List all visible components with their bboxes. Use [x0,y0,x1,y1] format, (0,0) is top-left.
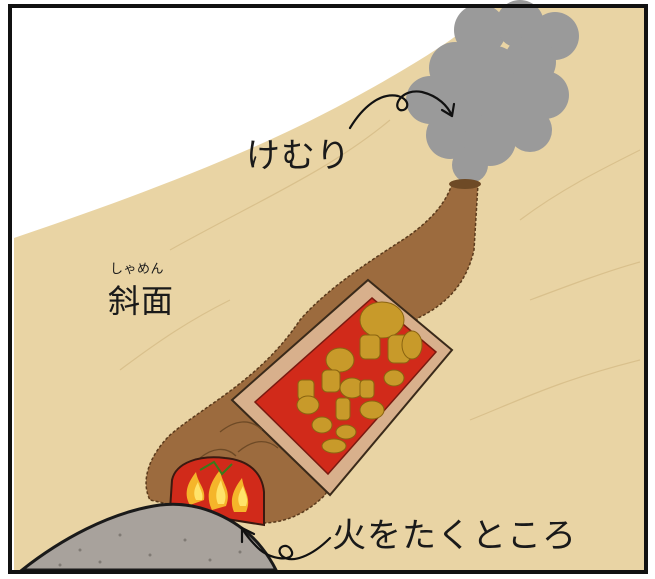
chimney-opening [449,179,481,189]
fire-arrow-icon [240,526,332,561]
flame-icon [186,460,249,512]
smoke-label: けむり [246,136,351,176]
pottery-pieces [296,301,423,454]
fire-place-label: 火をたくところ [332,516,577,556]
foreground-rock [17,502,279,572]
panel-frame [8,4,648,574]
smoke-cloud [406,0,579,183]
rock-speckles [58,533,242,567]
smoke-arrow-icon [348,90,456,130]
tunnel-arch-lines [199,421,279,459]
slope-label: 斜面 [108,282,175,320]
slope-reading-label: しゃめん [110,262,165,277]
slope-contour-lines [119,119,641,421]
